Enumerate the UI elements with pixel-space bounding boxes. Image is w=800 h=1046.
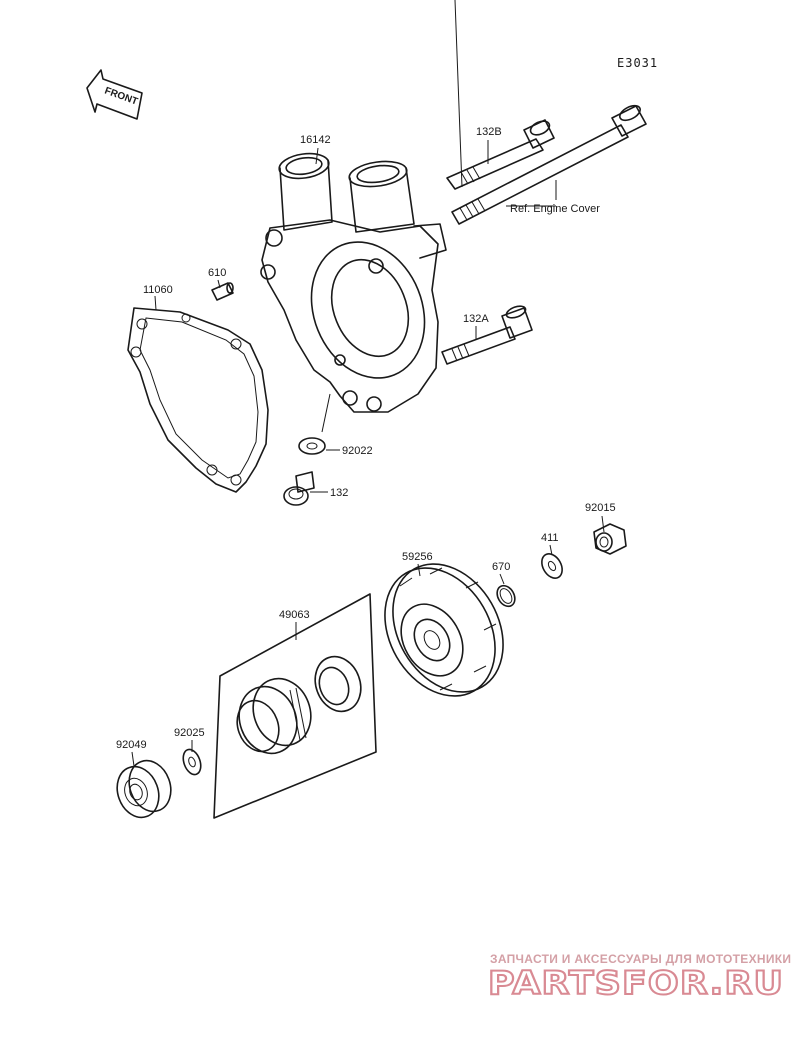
part-label-92022: 92022 xyxy=(342,445,373,457)
part-label-59256: 59256 xyxy=(402,551,433,563)
part-label-ref-engine-cover: Ref. Engine Cover xyxy=(510,203,600,215)
diagram-code: E3031 xyxy=(617,56,658,70)
front-label: FRONT xyxy=(103,85,139,107)
washer-92022 xyxy=(298,437,326,455)
bolt-132a xyxy=(441,305,533,365)
bearing-92049 xyxy=(116,759,172,819)
dowel-pin-610 xyxy=(211,282,234,301)
washer-92025 xyxy=(182,748,202,776)
o-ring-670 xyxy=(496,584,516,608)
part-label-610: 610 xyxy=(208,267,226,279)
watermark-logo: PARTSFOR.RU xyxy=(488,964,784,1002)
part-label-11060: 11060 xyxy=(143,284,173,296)
part-label-670: 670 xyxy=(492,561,510,573)
part-label-411: 411 xyxy=(541,532,559,544)
seal-kit-49063 xyxy=(213,593,377,819)
part-label-132a: 132A xyxy=(463,313,489,325)
watermark-tagline: ЗАПЧАСТИ И АКСЕССУАРЫ ДЛЯ МОТОТЕХНИКИ xyxy=(490,952,791,966)
cap-nut-92015 xyxy=(593,523,627,555)
part-label-92025: 92025 xyxy=(174,727,205,739)
part-label-49063: 49063 xyxy=(279,609,310,621)
watermark: ЗАПЧАСТИ И АКСЕССУАРЫ ДЛЯ МОТОТЕХНИКИ PA… xyxy=(487,952,791,1003)
washer-411 xyxy=(541,553,563,579)
bolt-132b xyxy=(446,0,555,190)
part-label-92015: 92015 xyxy=(585,502,616,514)
part-label-16142: 16142 xyxy=(300,134,331,146)
leader-lines xyxy=(131,140,605,767)
front-arrow-icon: FRONT xyxy=(86,69,143,120)
gasket-11060 xyxy=(127,307,269,493)
impeller-59256 xyxy=(384,563,504,697)
part-label-132b: 132B xyxy=(476,126,502,138)
pump-cover-16142 xyxy=(260,152,447,413)
part-label-92049: 92049 xyxy=(116,739,147,751)
part-label-132: 132 xyxy=(330,487,348,499)
long-bolt xyxy=(451,104,647,225)
drain-bolt-132 xyxy=(283,471,315,506)
